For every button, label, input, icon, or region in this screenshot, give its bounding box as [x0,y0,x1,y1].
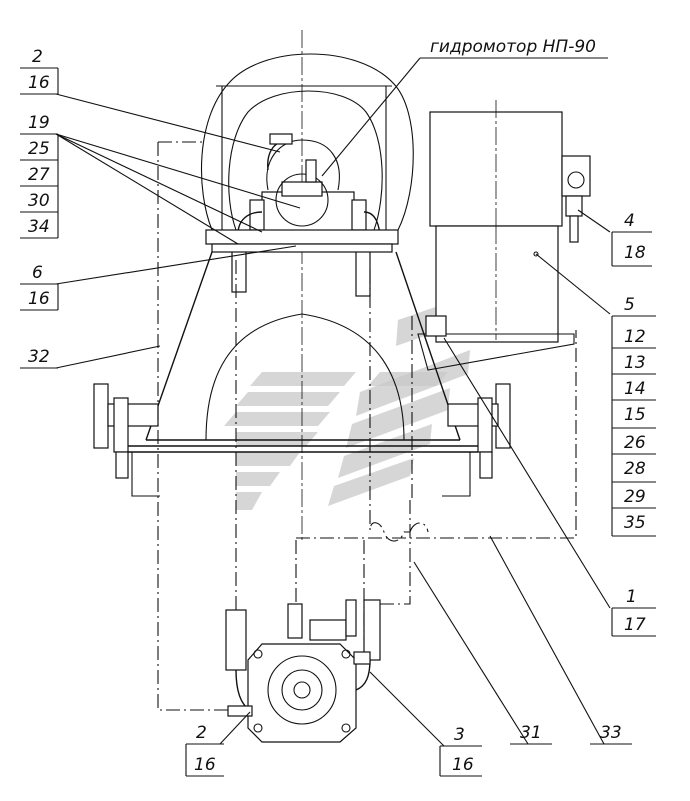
callout-label: 16 [28,73,50,93]
callout-label: 4 [624,211,635,231]
callout-label: 16 [452,755,474,775]
drum-base [205,229,399,253]
callout-label: 16 [28,289,50,309]
callout-label: 2 [196,723,207,743]
callout-2-16-top: 2 16 [20,47,59,95]
callout-label: 35 [624,513,646,533]
callout-32: 32 [20,347,58,369]
callout-3-16: 3 16 [439,725,482,777]
callout-label: 16 [194,755,216,775]
callout-label: 6 [32,263,43,283]
callout-label: 3 [454,725,465,745]
callout-label: 19 [28,113,50,133]
callout-label: 17 [624,615,646,635]
callout-label: 30 [28,191,50,211]
callout-label: 28 [624,459,646,479]
callout-label: 32 [28,347,50,367]
tank [417,100,591,371]
callout-31: 31 [510,723,552,745]
callout-label: 1 [626,587,637,607]
callout-label: 12 [624,327,646,347]
callout-4-18: 4 18 [611,211,652,267]
hydromotor-title: гидромотор НП-90 [430,37,596,57]
callout-label: 34 [28,217,50,237]
hydromotor-top [231,133,381,297]
drum [200,30,414,540]
callout-2-16-bottom: 2 16 [185,723,224,777]
callout-label: 26 [624,433,646,453]
callout-label: 31 [520,723,542,743]
callout-label: 14 [624,379,646,399]
frame [93,383,511,497]
leader-lines [55,57,611,747]
callout-label: 29 [624,487,646,507]
callout-label: 2 [32,47,43,67]
callout-label: 18 [624,243,646,263]
callout-label: 15 [624,405,646,425]
callout-1-17: 1 17 [611,587,656,637]
callout-label: 33 [600,723,622,743]
callout-label: 27 [28,165,50,185]
callout-6-16: 6 16 [20,263,59,311]
callout-33: 33 [590,723,632,745]
callout-5-group: 5 12 13 14 15 26 28 29 35 [611,295,656,537]
callout-label: 25 [28,139,50,159]
callout-label: 13 [624,353,646,373]
pump-bottom [225,599,381,743]
callout-19-group: 19 25 27 30 34 [20,113,59,239]
callout-label: 5 [624,295,635,315]
